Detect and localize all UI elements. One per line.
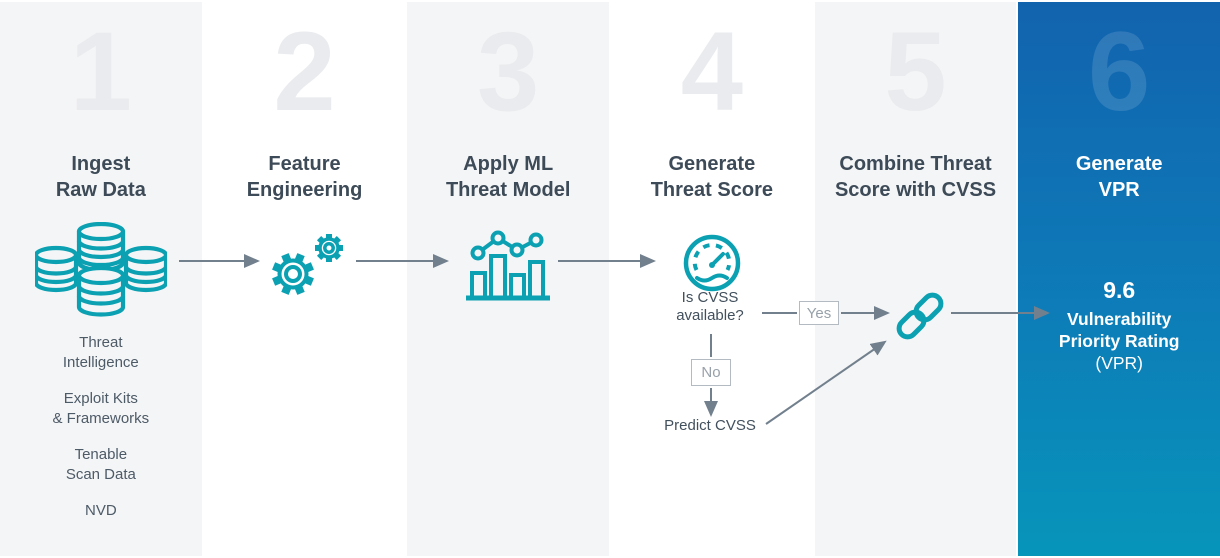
gauge-icon — [682, 233, 742, 293]
data-source: Threat Intelligence — [62, 334, 139, 371]
data-source: Exploit Kits & Frameworks — [52, 390, 150, 427]
step-column-combine-threat-score-cvss: 5 Combine Threat Score with CVSS — [814, 2, 1017, 556]
step-column-apply-ml-threat-model: 3 Apply ML Threat Model — [407, 2, 610, 556]
step-number: 5 — [884, 9, 947, 134]
step-title: Generate Threat Score — [650, 153, 773, 201]
chain-link-icon — [890, 286, 950, 346]
step-title: Combine Threat Score with CVSS — [834, 153, 997, 201]
step-title: Apply ML Threat Model — [445, 153, 571, 201]
step-title: Ingest Raw Data — [55, 153, 146, 201]
raw-data-sources: Threat Intelligence Exploit Kits & Frame… — [0, 333, 202, 538]
data-source: NVD — [85, 502, 117, 519]
step-column-ingest-raw-data: 1 Ingest Raw Data — [0, 2, 202, 556]
bar-line-chart-icon — [462, 229, 554, 303]
gears-icon — [259, 228, 351, 304]
step-number: 1 — [69, 9, 132, 134]
vpr-score-value: 9.6 — [1103, 277, 1136, 303]
step-column-generate-vpr: 6 Generate VPR 9.6 Vulnerability Priorit… — [1018, 2, 1220, 556]
step-number: 2 — [273, 9, 336, 134]
step-number: 6 — [1088, 9, 1151, 134]
database-cluster-icon — [34, 222, 167, 317]
vpr-score-sublabel: (VPR) — [1095, 353, 1144, 373]
vpr-score-label: Vulnerability Priority Rating — [1058, 309, 1180, 351]
data-source: Tenable Scan Data — [65, 446, 136, 483]
step-column-generate-threat-score: 4 Generate Threat Score — [611, 2, 813, 556]
step-number: 4 — [680, 9, 743, 134]
step-title: Feature Engineering — [246, 153, 363, 201]
step-column-feature-engineering: 2 Feature Engineering — [203, 2, 406, 556]
step-title: Generate VPR — [1075, 153, 1163, 201]
step-number: 3 — [477, 9, 540, 134]
